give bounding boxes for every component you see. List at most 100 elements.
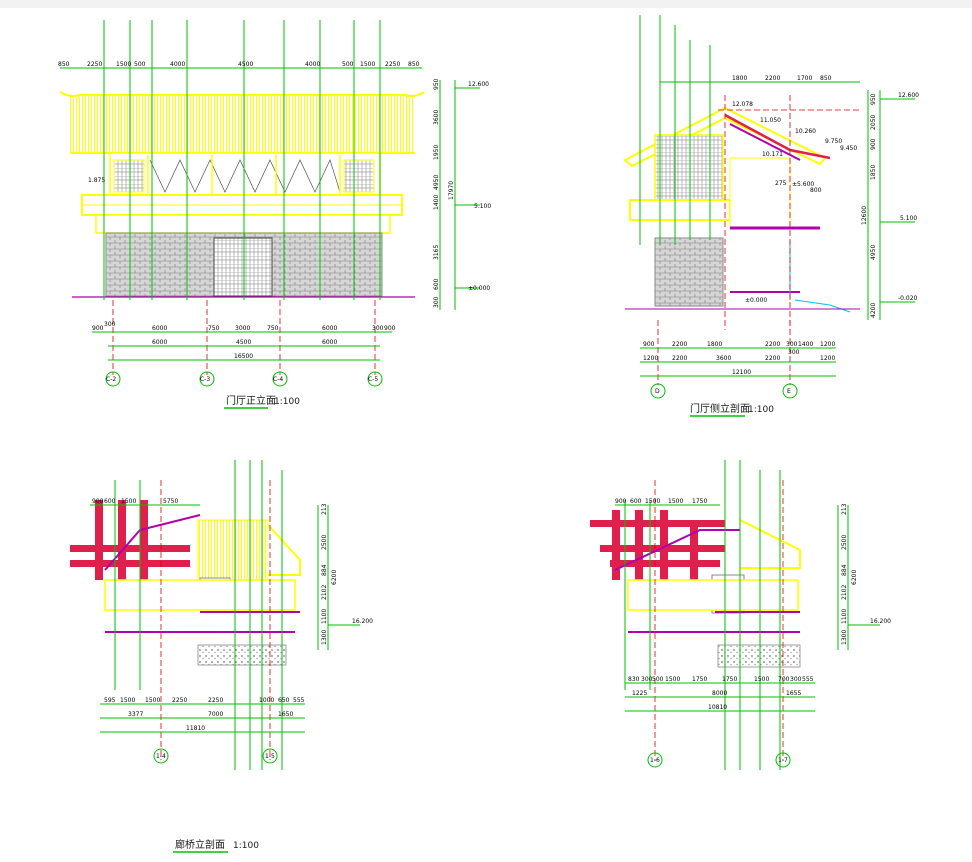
corridor-left-axis-bubble: 1-4 bbox=[156, 753, 166, 760]
side-section-title: 门厅侧立剖面 bbox=[690, 402, 750, 415]
side-bottom-dim-2: 2200 bbox=[672, 355, 687, 362]
side-right-dim: 2050 bbox=[870, 115, 877, 130]
corridor-left-right-dim: 2500 bbox=[321, 535, 328, 550]
corridor-right-bottom-dim: 300 bbox=[641, 676, 653, 683]
corridor-left-wall bbox=[197, 519, 269, 581]
corridor-left-bottom-dim-2: 7000 bbox=[208, 711, 223, 718]
front-bottom-dim-2: 4500 bbox=[236, 339, 251, 346]
front-top-dim: 850 bbox=[58, 61, 70, 68]
front-elevation-drawing: 850 2250 1500 500 4000 4500 4000 500 150… bbox=[58, 20, 491, 409]
corridor-right-bottom-dim: 500 bbox=[652, 676, 664, 683]
front-elevation-title: 门厅正立面 bbox=[226, 394, 276, 407]
side-bottom-total: 12100 bbox=[732, 369, 751, 376]
side-bottom-dim: 1800 bbox=[707, 341, 722, 348]
corridor-left-right-dim: 213 bbox=[321, 503, 328, 515]
top-toolbar-strip bbox=[0, 0, 972, 8]
side-top-dim: 1700 bbox=[797, 75, 812, 82]
corridor-left-right-dim: 884 bbox=[321, 564, 328, 576]
corridor-left-axis-bubble: 1-5 bbox=[265, 753, 275, 760]
front-bottom-dim: 300 bbox=[104, 321, 116, 328]
side-right-dim: 4200 bbox=[870, 303, 877, 318]
front-level-mid: 5.100 bbox=[474, 203, 491, 210]
side-bottom-dim-2: 300 bbox=[788, 349, 800, 356]
corridor-right-right-dim: 884 bbox=[841, 564, 848, 576]
corridor-right-right-dim: 1300 bbox=[841, 630, 848, 645]
corridor-right-bottom-dim: 1500 bbox=[754, 676, 769, 683]
side-levels: 12.600 12.078 11.050 10.260 10.171 9.750… bbox=[732, 92, 919, 304]
side-bottom-dim: 1400 bbox=[798, 341, 813, 348]
front-level-ground: ±0.000 bbox=[468, 285, 490, 292]
corridor-left-bottom-dim: 555 bbox=[293, 697, 305, 704]
side-level: 9.750 bbox=[825, 138, 842, 145]
side-axis-bubble: D bbox=[655, 388, 660, 395]
front-bottom-dim: 6000 bbox=[152, 325, 167, 332]
side-level: 10.260 bbox=[795, 128, 816, 135]
front-bottom-dim: 750 bbox=[208, 325, 220, 332]
front-axis-bubble: C-2 bbox=[106, 376, 116, 383]
front-top-dim: 500 bbox=[342, 61, 354, 68]
front-bottom-dim-2: 6000 bbox=[152, 339, 167, 346]
front-level-top: 12.600 bbox=[468, 81, 489, 88]
corridor-right-right-dim: 213 bbox=[841, 503, 848, 515]
corridor-right-bottom-dim-2: 1655 bbox=[786, 690, 801, 697]
side-right-dim: 1850 bbox=[870, 165, 877, 180]
side-section-drawing: 1800 2200 1700 850 12.600 12.078 11.050 … bbox=[623, 15, 919, 417]
front-top-dim: 4000 bbox=[305, 61, 320, 68]
corridor-right-axis-bubble: 1-7 bbox=[778, 757, 788, 764]
corridor-left-right-dim: 1100 bbox=[321, 609, 328, 624]
side-section-scale: 1:100 bbox=[748, 405, 774, 415]
front-bottom-dimensions: 900 300 6000 750 3000 750 6000 300 900 6… bbox=[92, 321, 396, 360]
front-right-dim: 3165 bbox=[433, 245, 440, 260]
corridor-right-bottom-dim: 1500 bbox=[665, 676, 680, 683]
corridor-left-bottom-dimensions: 595 1500 1500 2250 2250 1000 650 555 337… bbox=[104, 697, 305, 732]
corridor-left-top-dim: 5750 bbox=[163, 498, 178, 505]
corridor-left-bottom-dim: 2250 bbox=[208, 697, 223, 704]
front-top-dim: 1500 bbox=[116, 61, 131, 68]
side-axis-bubble: E bbox=[787, 388, 791, 395]
front-elevation-scale: 1:100 bbox=[274, 397, 300, 407]
front-top-dim: 4000 bbox=[170, 61, 185, 68]
side-right-dim: 12600 bbox=[861, 206, 868, 225]
front-top-dimensions: 850 2250 1500 500 4000 4500 4000 500 150… bbox=[58, 61, 420, 68]
side-inner-level: 800 bbox=[810, 187, 822, 194]
corridor-right-bottom-dim: 555 bbox=[802, 676, 814, 683]
side-bottom-dim-2: 3600 bbox=[716, 355, 731, 362]
corridor-left-section: 900 600 1500 5750 213 2500 884 2102 6200… bbox=[70, 460, 373, 770]
front-bottom-dim: 750 bbox=[267, 325, 279, 332]
side-level: 5.100 bbox=[900, 215, 917, 222]
side-level: 11.050 bbox=[760, 117, 781, 124]
side-level: 12.078 bbox=[732, 101, 753, 108]
corridor-right-top-dim: 600 bbox=[630, 498, 642, 505]
front-right-dim: 950 bbox=[433, 78, 440, 90]
corridor-left-bottom-dim: 1500 bbox=[120, 697, 135, 704]
side-right-dim: 900 bbox=[870, 138, 877, 150]
corridor-right-right-dim: 6200 bbox=[851, 570, 858, 585]
front-axis-bubble: C-3 bbox=[200, 376, 210, 383]
front-entrance-door bbox=[213, 237, 273, 297]
side-bottom-dim: 1200 bbox=[820, 341, 835, 348]
corridor-left-right-dimensions: 213 2500 884 2102 6200 1100 1300 bbox=[321, 503, 338, 645]
corridor-right-right-dim: 1100 bbox=[841, 609, 848, 624]
front-top-dim: 2250 bbox=[385, 61, 400, 68]
side-bottom-dim: 2200 bbox=[765, 341, 780, 348]
corridor-left-right-dim: 6200 bbox=[331, 570, 338, 585]
front-bottom-dim: 6000 bbox=[322, 325, 337, 332]
front-axis-bubble: C-5 bbox=[368, 376, 378, 383]
side-inner-level: ±5.600 bbox=[792, 181, 814, 188]
corridor-left-bottom-dim-2: 1650 bbox=[278, 711, 293, 718]
front-right-dim: 600 bbox=[433, 278, 440, 290]
corridor-right-bottom-dim-2: 1225 bbox=[632, 690, 647, 697]
front-bottom-dim: 900 bbox=[384, 325, 396, 332]
corridor-right-bottom-dimensions: 830 300 500 1500 1750 1750 1500 700 300 … bbox=[628, 676, 814, 711]
corridor-left-bottom-total: 11810 bbox=[186, 725, 205, 732]
side-bottom-dim: 900 bbox=[643, 341, 655, 348]
corridor-right-right-dim: 2102 bbox=[841, 585, 848, 600]
side-level: 10.171 bbox=[762, 151, 783, 158]
side-right-dimensions: 950 2050 900 1850 4950 12600 4200 bbox=[861, 93, 877, 318]
corridor-left-right-dim: 2102 bbox=[321, 585, 328, 600]
front-bottom-dim-2: 6000 bbox=[322, 339, 337, 346]
front-roof-tiles bbox=[70, 95, 415, 153]
side-bottom-dim-2: 1200 bbox=[643, 355, 658, 362]
corridor-left-bottom-dim: 2250 bbox=[172, 697, 187, 704]
